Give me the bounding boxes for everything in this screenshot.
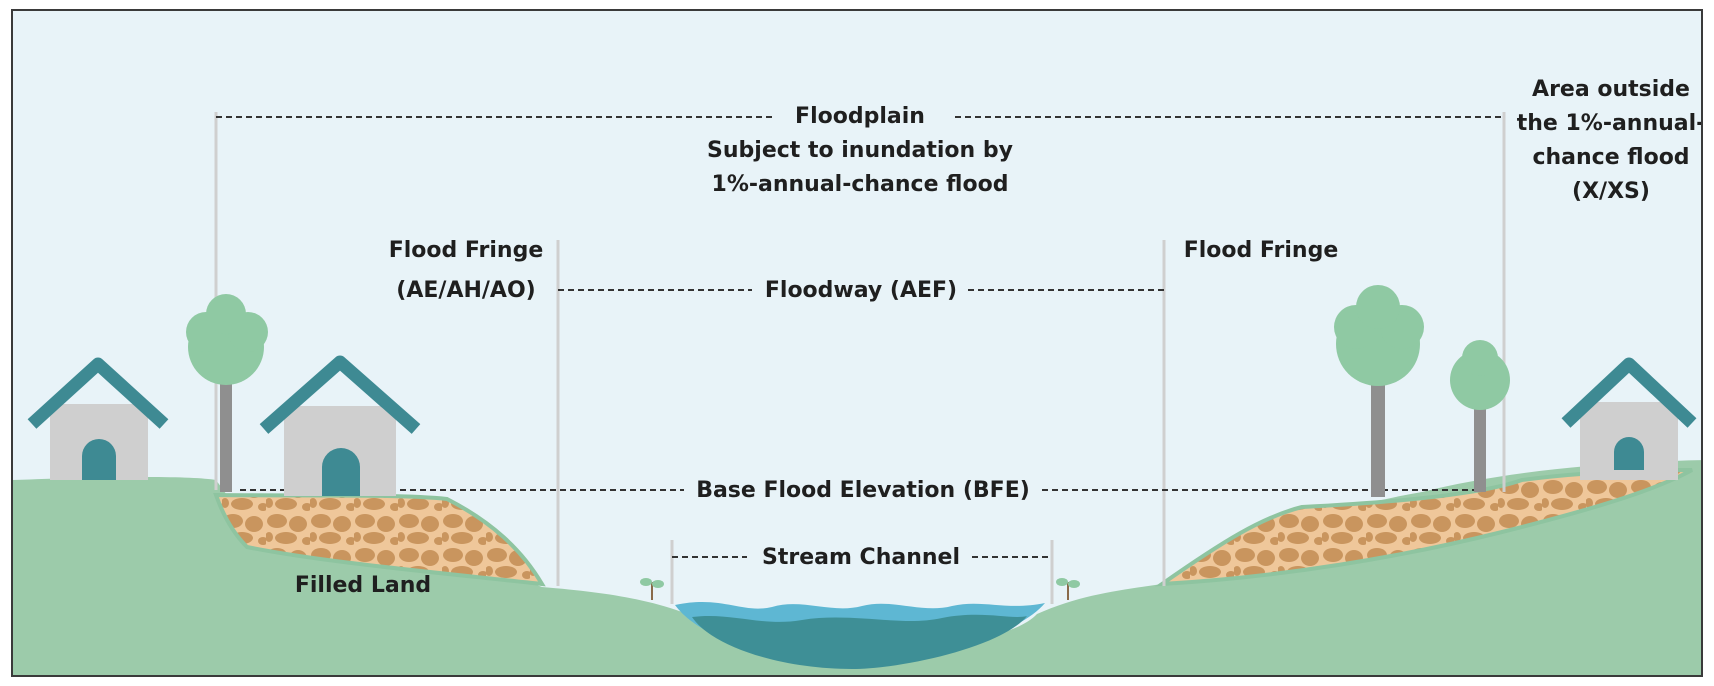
house-icon bbox=[27, 357, 169, 480]
outside-area-line1: Area outside bbox=[1532, 77, 1690, 102]
tree-icon bbox=[1450, 340, 1510, 492]
tree-icon bbox=[186, 294, 268, 492]
floodplain-label: Floodplain bbox=[795, 104, 925, 129]
plant-icon bbox=[1056, 578, 1080, 600]
outside-area-line3: chance flood bbox=[1532, 145, 1690, 170]
floodplain-description-line2: 1%-annual-chance flood bbox=[711, 172, 1009, 197]
house-icon bbox=[1561, 357, 1697, 480]
flood-fringe-left-line2: (AE/AH/AO) bbox=[396, 278, 536, 303]
diagram-frame: Floodplain Subject to inundation by 1%-a… bbox=[11, 9, 1703, 677]
tree-icon bbox=[1334, 285, 1424, 497]
floodway-label: Floodway (AEF) bbox=[764, 278, 958, 303]
floodplain-scene bbox=[13, 112, 1701, 675]
dashed-lines bbox=[216, 116, 1504, 558]
ground bbox=[13, 460, 1701, 675]
plant-icon bbox=[640, 578, 664, 600]
bfe-label: Base Flood Elevation (BFE) bbox=[696, 478, 1030, 503]
flood-fringe-left-line1: Flood Fringe bbox=[388, 238, 544, 263]
outside-area-line2: the 1%-annual- bbox=[1516, 111, 1703, 136]
outside-area-line4: (X/XS) bbox=[1572, 179, 1650, 204]
flood-fringe-right: Flood Fringe bbox=[1183, 238, 1339, 263]
stream-channel-label: Stream Channel bbox=[762, 545, 960, 570]
house-icon bbox=[259, 355, 421, 496]
floodplain-description-line1: Subject to inundation by bbox=[707, 138, 1013, 163]
stream-water-dark bbox=[692, 614, 1027, 669]
filled-land-label: Filled Land bbox=[294, 573, 432, 598]
